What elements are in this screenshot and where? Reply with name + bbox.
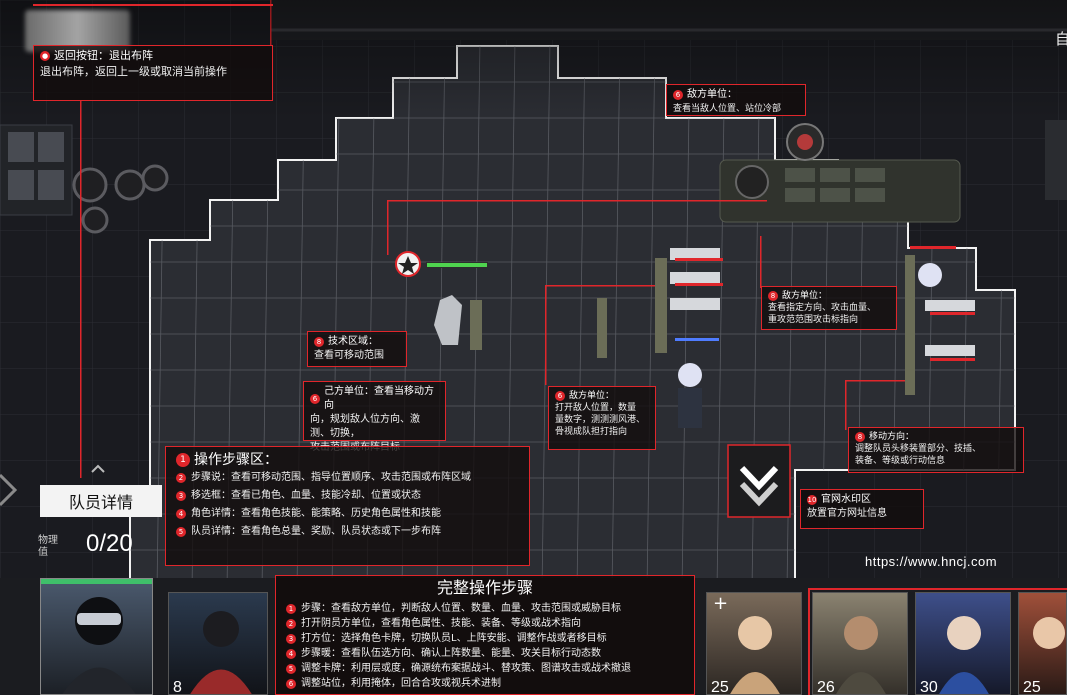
enemy-mid-title: 敌方单位： — [569, 391, 615, 401]
unit-card-2-level: 25 — [711, 679, 729, 695]
tech-area-title: 技术区域： — [328, 336, 378, 347]
back-title: 返回按钮：退出布阵 — [54, 49, 153, 62]
move-desc-1: 调整队员头移装置部分、技插、 — [855, 444, 982, 454]
enemy-right-title: 敌方单位： — [782, 291, 828, 301]
unit-card-4[interactable]: 30 — [915, 592, 1011, 695]
unit-card-5[interactable]: 25 — [1018, 592, 1067, 695]
watermark-title: 官网水印区 — [821, 494, 871, 505]
unit-card-2[interactable]: + 25 — [706, 592, 802, 695]
back-button-annotation[interactable]: ●返回按钮：退出布阵 退出布阵，返回上一级或取消当前操作 — [33, 45, 273, 101]
left-arrow-icon[interactable] — [0, 473, 18, 507]
leader-card[interactable] — [40, 578, 153, 695]
member-count: 0/20 — [86, 530, 133, 557]
enemy-mid-desc-3: 骨视成队担打指向 — [555, 427, 628, 437]
full-step-3: 打方位：选择角色卡牌，切换队员L、上阵安能、调整作战或者移目标 — [301, 633, 607, 644]
tech-area-desc: 查看可移动范围 — [314, 350, 384, 361]
back-desc: 退出布阵，返回上一级或取消当前操作 — [40, 65, 227, 78]
move-title: 移动方向： — [869, 432, 915, 442]
deploy-chevron-icon[interactable] — [727, 444, 791, 518]
full-step-2: 打开阴员方单位，查看角色属性、技能、装备、等级或战术指向 — [301, 618, 581, 629]
unit-card-5-level: 25 — [1023, 679, 1041, 695]
add-icon[interactable]: + — [713, 593, 729, 614]
enemy-mid-desc-1: 打开敌人位置，数量 — [555, 403, 637, 413]
leader-portrait — [62, 597, 136, 694]
full-step-1: 步骤：查看敌方单位，判断敌人位置、数量、血量、攻击范围或威胁目标 — [301, 603, 621, 614]
full-step-5: 调整卡牌：利用层或度，确源统布案据战斗、替攻策、图谱攻击或战术撤退 — [301, 663, 631, 674]
enemy-units[interactable] — [597, 246, 975, 428]
enemy-right-desc-2: 重攻范范围攻击标指向 — [768, 315, 859, 325]
enemy-top-title: 敌方单位： — [687, 89, 737, 100]
move-desc-2: 装备、等级或行动信息 — [855, 456, 946, 466]
ally-unit[interactable] — [395, 251, 488, 350]
member-detail-label: 队员详情 — [68, 493, 133, 512]
full-steps-title: 完整操作步骤 — [436, 578, 533, 597]
watermark-desc: 放置官方网址信息 — [807, 508, 887, 519]
ally-title: 己方单位：查看当移动方向 — [324, 386, 434, 411]
steps-item-2: 移选框：查看已角色、血量、技能冷却、位置或状态 — [191, 490, 421, 501]
unit-card-3-level: 26 — [817, 679, 835, 695]
member-side-label: 物理值 — [38, 535, 58, 558]
website-url: https://www.hncj.com — [865, 554, 998, 569]
unit-card-1[interactable]: 8 — [168, 592, 268, 695]
enemy-right-desc-1: 查看指定方向、攻击血量、 — [768, 303, 877, 313]
steps-item-4: 队员详情：查看角色总量、奖励、队员状态或下一步布阵 — [191, 526, 441, 537]
full-step-4: 步骤暖：查看队伍选方向、确认上阵数量、能量、攻关目标行动态数 — [301, 648, 601, 659]
ally-desc-1: 向，规划敌人位方向、激测、切换， — [310, 414, 420, 439]
enemy-top-desc: 查看当敌人位置、站位冷部 — [673, 104, 782, 114]
steps-title: 操作步骤区： — [194, 452, 278, 468]
top-right-label: 自 — [1055, 30, 1067, 48]
unit-card-1-level: 8 — [173, 679, 182, 695]
unit-card-4-level: 30 — [920, 679, 938, 695]
unit-card-3[interactable]: 26 — [812, 592, 908, 695]
enemy-mid-desc-2: 量数字，测测测风港、 — [555, 415, 646, 425]
steps-item-1: 步骤说：查看可移动范围、指导位置顺序、攻击范围或布阵区域 — [191, 472, 471, 483]
steps-item-3: 角色详情：查看角色技能、能策略、历史角色属性和技能 — [191, 508, 441, 519]
member-detail-button[interactable]: 队员详情 — [40, 485, 162, 517]
full-step-6: 调整站位，利用掩体，回合合攻或视兵术进制 — [301, 678, 501, 689]
